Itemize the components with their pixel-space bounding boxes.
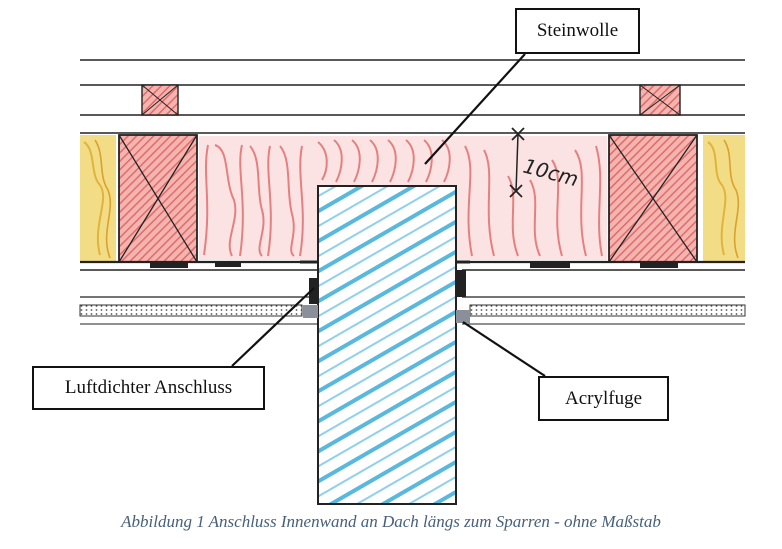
label-steinwolle: Steinwolle: [515, 8, 640, 54]
label-acrylfuge: Acrylfuge: [538, 376, 669, 421]
leader-luftdicht: [231, 287, 315, 367]
yellow-insulation-left: [80, 135, 116, 262]
roof-boards: [80, 59, 745, 134]
yellow-insulation-right: [703, 135, 745, 262]
leader-acrylfuge: [462, 321, 546, 377]
leader-steinwolle: [424, 53, 526, 165]
label-luftdichter-anschluss: Luftdichter Anschluss: [32, 366, 265, 410]
rafter-left: [118, 134, 198, 263]
rafter-right: [608, 134, 698, 263]
counter-batten-right: [639, 84, 681, 116]
acrylic-joint: [303, 305, 470, 323]
figure-caption: Abbildung 1 Anschluss Innenwand an Dach …: [121, 512, 661, 531]
interior-wall: [317, 185, 457, 505]
airtight-seal: [300, 260, 470, 304]
counter-batten-left: [141, 84, 179, 116]
